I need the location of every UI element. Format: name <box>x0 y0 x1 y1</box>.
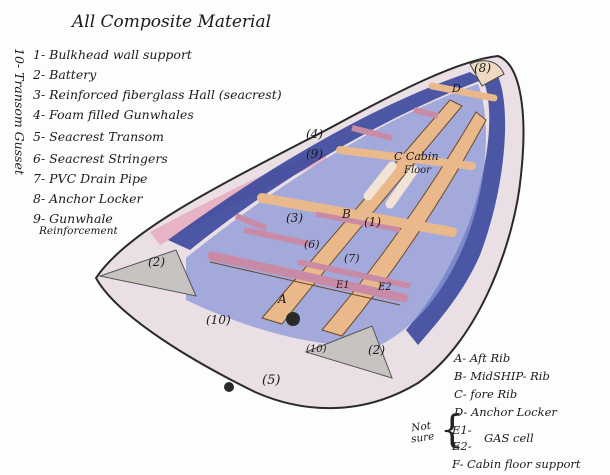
brace: { <box>440 407 465 451</box>
anchor-locker <box>469 60 505 87</box>
label-10-left: (10) <box>206 313 231 327</box>
legend-item: 5- Seacrest Transom <box>33 129 164 144</box>
legend-item: Reinforcement <box>39 225 118 237</box>
reinforcement-arrow-3 <box>413 107 439 119</box>
label-d: D <box>451 82 461 95</box>
label-4: (4) <box>306 127 323 141</box>
drain-plug <box>286 312 300 326</box>
label-7: (7) <box>344 252 360 265</box>
label-9: (9) <box>306 147 323 161</box>
label-e2: E2 <box>377 282 392 293</box>
label-2-left: (2) <box>148 255 165 269</box>
legend-item: 1- Bulkhead wall support <box>33 47 192 62</box>
legend-item: 2- Battery <box>33 67 97 82</box>
legend-item: 9- Gunwhale <box>33 211 113 226</box>
legend-item: 8- Anchor Locker <box>33 191 143 206</box>
legend-item: E1- <box>452 423 472 437</box>
label-b: B <box>341 207 351 221</box>
legend-item: D- Anchor Locker <box>454 405 557 419</box>
label-3: (3) <box>286 211 303 225</box>
rib-a-body <box>209 261 401 306</box>
reinforcement-arrow-2 <box>351 125 393 141</box>
page-title: All Composite Material <box>72 12 272 32</box>
left-gunwale <box>168 72 482 250</box>
legend-item: C- fore Rib <box>454 387 518 401</box>
label-e1: E1 <box>335 280 350 291</box>
legend-item: B- MidSHIP- Rib <box>454 369 550 383</box>
label-2-right: (2) <box>368 343 385 357</box>
rib-c <box>336 146 476 170</box>
cross-brace-1 <box>243 227 311 247</box>
transom-hole <box>224 382 234 392</box>
legend-item: 4- Foam filled Gunwhales <box>33 107 194 122</box>
rib-d <box>428 82 498 102</box>
label-a: A <box>277 292 287 306</box>
label-c-cabin: C Cabin <box>394 150 439 163</box>
rib-a <box>207 251 409 303</box>
label-floor: Floor <box>403 165 432 176</box>
transom-gusset-note: 10- Transom Gusset <box>12 48 27 175</box>
cross-brace-3 <box>315 211 401 233</box>
transom-gusset-right <box>304 325 393 379</box>
label-10-right: (10) <box>306 344 327 355</box>
legend-item: E2- <box>452 439 472 453</box>
transom-gusset-left <box>98 249 197 297</box>
legend-item: GAS cell <box>484 431 534 445</box>
label-5: (5) <box>262 373 280 388</box>
legend-item: A- Aft Rib <box>454 351 511 365</box>
label-6: (6) <box>304 238 320 251</box>
rib-b <box>257 193 457 237</box>
legend-item: 6- Seacrest Stringers <box>33 151 168 166</box>
legend-item: F- Cabin floor support <box>452 457 581 471</box>
label-8: (8) <box>474 61 491 75</box>
reinforcement-arrow-1 <box>234 213 268 231</box>
legend-item: 7- PVC Drain Pipe <box>33 171 148 186</box>
cross-brace-2 <box>297 259 411 289</box>
legend-item: 3- Reinforced fiberglass Hall (seacrest) <box>33 87 282 102</box>
pvc-pipe-2 <box>385 165 419 209</box>
label-1: (1) <box>364 215 381 229</box>
pvc-pipe-1 <box>363 161 397 201</box>
